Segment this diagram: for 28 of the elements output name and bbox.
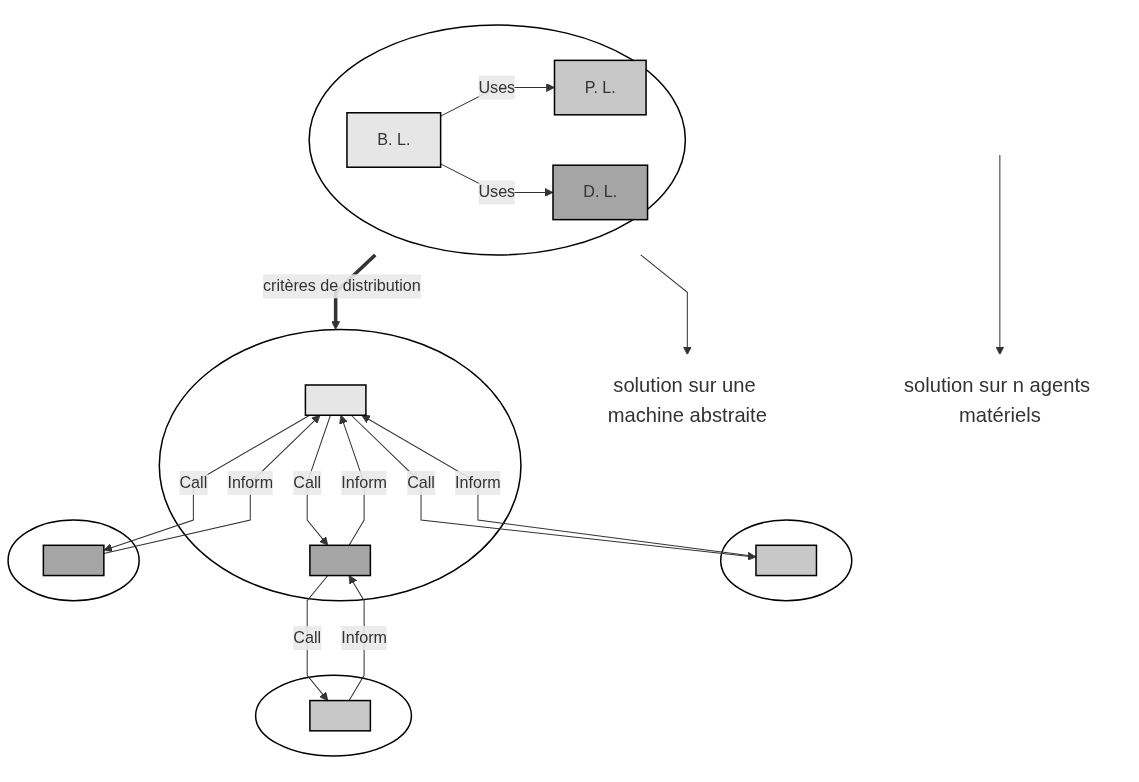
node-box — [309, 700, 372, 732]
edge-label: Inform — [341, 629, 387, 647]
edge-label: Call — [179, 474, 208, 492]
node-box — [42, 545, 105, 577]
edge-label: Call — [293, 629, 322, 647]
node-box — [309, 545, 372, 577]
node-text: solution sur une machine abstraite — [607, 374, 767, 427]
edge-label: Uses — [478, 78, 516, 97]
edge-label: Call — [293, 474, 322, 492]
cluster — [7, 519, 140, 602]
cluster — [719, 519, 853, 602]
arrow — [640, 254, 692, 356]
edge-label: Inform — [227, 474, 274, 492]
edge-label: Inform — [455, 474, 501, 492]
node-box — [304, 384, 367, 417]
cluster — [158, 329, 522, 602]
cluster — [254, 675, 413, 758]
edge-label: critères de distribution — [262, 277, 421, 295]
edge-label: Call — [407, 474, 435, 492]
node-box: P. L. — [553, 60, 647, 116]
arrow — [995, 155, 1005, 356]
edge-label: Uses — [478, 183, 516, 201]
node-box: D. L. — [552, 164, 649, 221]
node-text: solution sur n agents matériels — [904, 374, 1091, 427]
node-box — [755, 545, 818, 577]
edge-label: Inform — [341, 474, 387, 492]
node-box: B. L. — [346, 112, 442, 169]
cluster — [308, 24, 687, 257]
